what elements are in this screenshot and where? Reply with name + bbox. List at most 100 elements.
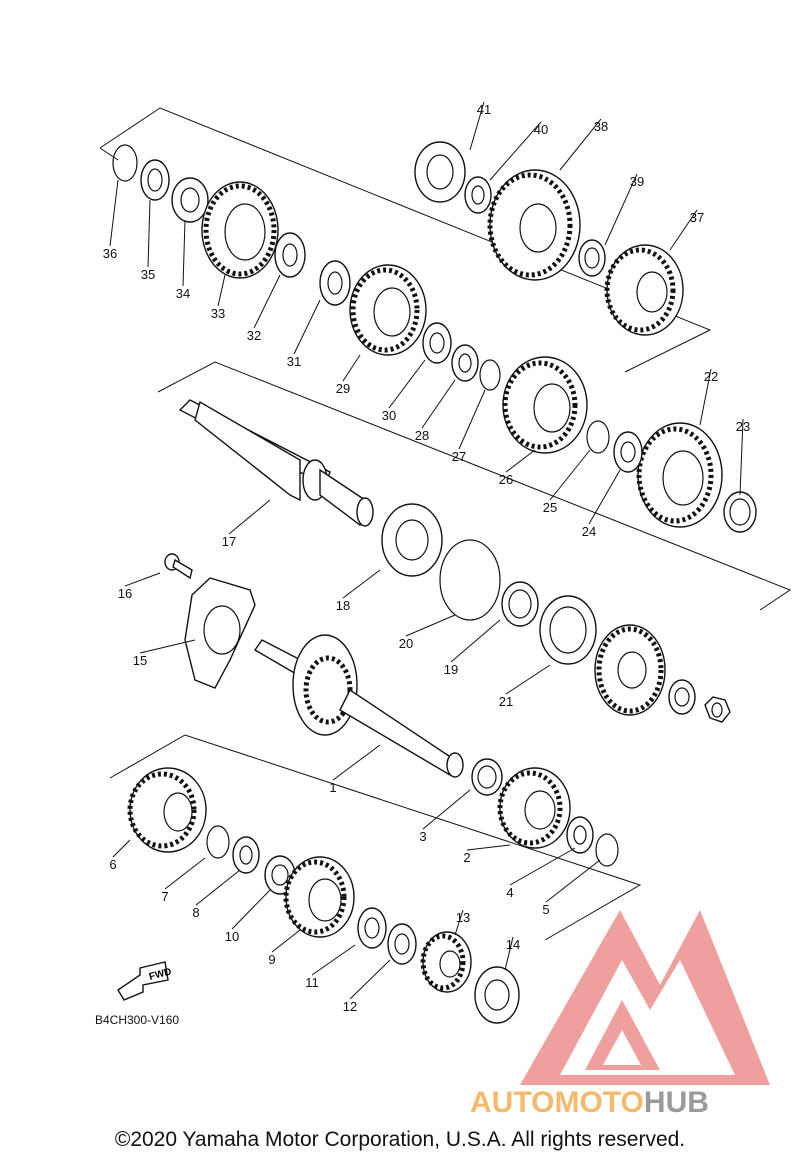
part-16-bolt xyxy=(164,553,193,580)
leader-line-4 xyxy=(509,847,576,886)
part-27-circlip xyxy=(479,359,501,391)
part-3-collar xyxy=(471,758,503,796)
part-31-washer xyxy=(319,260,351,306)
leader-line-12 xyxy=(349,959,391,1000)
part-17-main-axle xyxy=(178,399,374,527)
callout-15: 15 xyxy=(133,653,147,668)
leader-line-40 xyxy=(489,121,542,181)
watermark-logo xyxy=(520,910,770,1085)
part-25-circlip xyxy=(586,420,610,454)
callout-30: 30 xyxy=(382,408,396,423)
leader-line-34 xyxy=(182,219,186,287)
leader-line-21 xyxy=(505,664,551,695)
callout-10: 10 xyxy=(225,929,239,944)
part-26-gear xyxy=(502,356,588,454)
leader-line-32 xyxy=(253,274,281,329)
part-8-washer xyxy=(232,836,260,874)
part-4-washer xyxy=(566,816,594,854)
leader-line-17 xyxy=(228,499,271,535)
leader-line-26 xyxy=(505,449,536,473)
part-12-washer xyxy=(387,923,417,965)
leader-line-10 xyxy=(231,889,271,930)
leader-line-2 xyxy=(466,844,511,851)
part-23-collar xyxy=(723,491,757,533)
callout-7: 7 xyxy=(161,889,168,904)
callout-2: 2 xyxy=(463,850,470,865)
callout-5: 5 xyxy=(542,902,549,917)
leader-line-27 xyxy=(458,389,486,450)
part-lock-washer xyxy=(668,679,696,715)
leader-line-18 xyxy=(342,569,381,599)
leader-line-6 xyxy=(112,839,131,858)
callout-11: 11 xyxy=(305,975,319,990)
leader-line-39 xyxy=(604,173,638,246)
leader-line-7 xyxy=(164,857,206,890)
part-37-gear xyxy=(604,244,684,336)
part-18-bearing xyxy=(381,503,443,577)
callout-24: 24 xyxy=(582,524,596,539)
part-41-bearing xyxy=(414,141,466,203)
callout-21: 21 xyxy=(499,694,513,709)
callout-8: 8 xyxy=(192,905,199,920)
middle-group-frame xyxy=(157,361,792,611)
callout-38: 38 xyxy=(594,119,608,134)
part-11-washer xyxy=(357,907,387,949)
part-20-circlip xyxy=(439,539,501,621)
watermark-text-left: AUTOMOTO xyxy=(470,1086,644,1119)
part-39-collar xyxy=(578,239,606,277)
callout-29: 29 xyxy=(336,381,350,396)
part-5-circlip xyxy=(595,833,619,867)
leader-line-24 xyxy=(588,469,621,525)
part-34-bearing xyxy=(171,177,209,223)
leader-line-14 xyxy=(504,936,514,971)
lower-group-frame xyxy=(109,734,642,941)
callout-6: 6 xyxy=(109,857,116,872)
part-9-gear xyxy=(283,856,355,938)
callout-26: 26 xyxy=(499,472,513,487)
leader-line-30 xyxy=(388,359,426,409)
part-30-bearing xyxy=(422,322,452,364)
leader-line-20 xyxy=(405,614,456,637)
callout-14: 14 xyxy=(506,937,520,952)
leader-line-33 xyxy=(217,274,226,307)
leader-line-9 xyxy=(271,929,301,953)
callout-23: 23 xyxy=(736,419,750,434)
leader-line-25 xyxy=(549,449,591,501)
part-2-gear xyxy=(497,767,571,849)
part-sprocket xyxy=(594,624,666,716)
part-36-circlip xyxy=(112,144,138,182)
leader-line-15 xyxy=(139,639,196,654)
leader-line-1 xyxy=(332,744,381,781)
callout-33: 33 xyxy=(211,306,225,321)
callout-31: 31 xyxy=(287,354,301,369)
part-7-circlip xyxy=(206,825,230,859)
callout-16: 16 xyxy=(118,586,132,601)
part-nut xyxy=(704,696,731,723)
callout-19: 19 xyxy=(444,662,458,677)
callout-37: 37 xyxy=(690,210,704,225)
part-6-gear xyxy=(127,767,207,853)
part-14-bearing xyxy=(474,966,520,1024)
part-28-washer xyxy=(451,344,479,382)
callout-1: 1 xyxy=(329,780,336,795)
callout-28: 28 xyxy=(415,428,429,443)
callout-9: 9 xyxy=(268,952,275,967)
leader-line-37 xyxy=(669,209,698,251)
leader-line-28 xyxy=(421,379,456,429)
leader-line-35 xyxy=(147,199,151,268)
part-15-plate xyxy=(184,577,256,689)
part-22-gear xyxy=(636,422,723,528)
part-35-washer xyxy=(140,159,170,201)
leader-line-11 xyxy=(311,944,356,976)
callout-25: 25 xyxy=(543,500,557,515)
callout-12: 12 xyxy=(343,999,357,1014)
callout-20: 20 xyxy=(399,636,413,651)
part-29-gear xyxy=(349,264,427,356)
part-21-oil-seal xyxy=(539,595,597,665)
callout-13: 13 xyxy=(456,910,470,925)
callout-22: 22 xyxy=(704,369,718,384)
leader-line-8 xyxy=(195,869,241,906)
leader-line-38 xyxy=(559,118,602,171)
callout-27: 27 xyxy=(452,449,466,464)
